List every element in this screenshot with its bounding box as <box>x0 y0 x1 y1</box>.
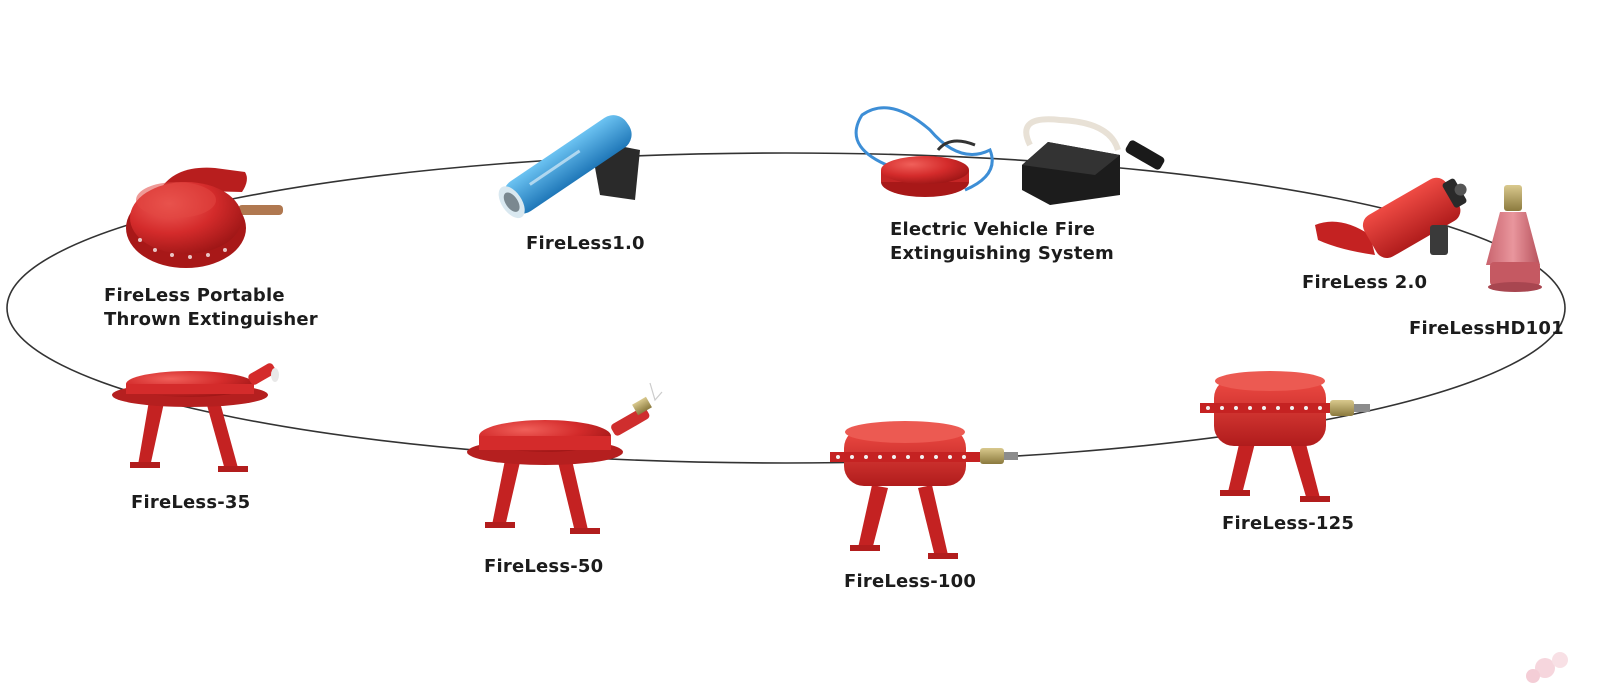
label-line: FireLess1.0 <box>526 233 645 254</box>
label-hd101: FireLessHD101 <box>1409 317 1564 341</box>
label-line: Extinguishing System <box>890 243 1115 264</box>
label-line: Electric Vehicle Fire <box>890 219 1096 240</box>
label-line: FireLessHD101 <box>1409 318 1564 339</box>
fireless-1-0-image <box>498 115 640 219</box>
fireless-50-image <box>467 382 663 534</box>
orbit-ellipse <box>6 152 1566 464</box>
fireless-35-image <box>112 363 279 472</box>
hd101-image <box>1486 185 1542 292</box>
label-fireless-35: FireLess-35 <box>131 491 250 515</box>
label-fireless-1-0: FireLess1.0 <box>526 232 645 256</box>
label-line: FireLess-100 <box>844 571 977 592</box>
fireless-2-0-image <box>1315 177 1467 259</box>
label-fireless-100: FireLess-100 <box>844 570 976 594</box>
label-line: FireLess-35 <box>131 492 251 513</box>
label-fireless-125: FireLess-125 <box>1222 512 1354 536</box>
label-fireless-2-0: FireLess 2.0 <box>1302 271 1427 295</box>
portable-thrown-extinguisher-image <box>126 167 283 268</box>
label-portable-thrown-extinguisher: FireLess Portable Thrown Extinguisher <box>104 284 318 332</box>
label-line: FireLess-125 <box>1222 513 1355 534</box>
label-line: FireLess-50 <box>484 556 604 577</box>
fireless-100-image <box>830 421 1018 559</box>
label-line: Thrown Extinguisher <box>104 309 318 330</box>
ev-system-image <box>854 106 1165 205</box>
label-fireless-50: FireLess-50 <box>484 555 603 579</box>
fireless-125-image <box>1200 371 1370 502</box>
corner-flower-decoration <box>1526 652 1568 683</box>
label-ev-system: Electric Vehicle Fire Extinguishing Syst… <box>890 218 1114 266</box>
label-line: FireLess Portable <box>104 285 285 306</box>
label-line: FireLess 2.0 <box>1302 272 1428 293</box>
